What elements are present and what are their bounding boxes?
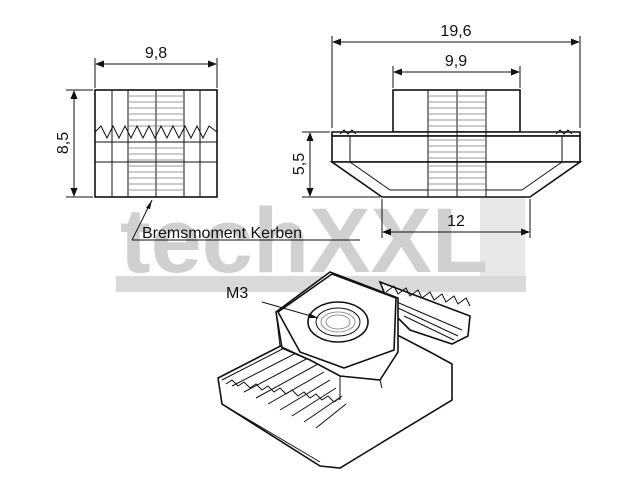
right-view-taper xyxy=(329,161,583,198)
dim-right-total-width-label: 19,6 xyxy=(440,23,471,40)
dim-right-total-width: 19,6 xyxy=(331,23,581,128)
left-serration xyxy=(94,124,218,140)
dim-right-height: 5,5 xyxy=(291,131,380,198)
dim-right-top-width: 9,9 xyxy=(392,53,521,88)
dim-left-width-label: 9,8 xyxy=(145,45,167,62)
right-serration-left xyxy=(339,129,357,135)
dim-left-height-label: 8,5 xyxy=(55,132,72,154)
iso-left-serration xyxy=(221,339,347,463)
dim-left-height: 8,5 xyxy=(55,89,93,198)
left-view: 9,8 8,5 Bremsmoment Kerben xyxy=(55,45,360,242)
right-serration-right xyxy=(555,129,573,135)
watermark-text: techXXL xyxy=(120,190,488,292)
watermark: techXXL xyxy=(116,165,526,292)
dim-left-width: 9,8 xyxy=(94,45,218,88)
thread-size-label: M3 xyxy=(226,285,248,302)
left-thread-hatch xyxy=(111,90,201,197)
right-view: 19,6 9,9 5,5 12 xyxy=(291,23,583,238)
dim-right-height-label: 5,5 xyxy=(291,153,308,175)
dim-right-top-width-label: 9,9 xyxy=(445,53,467,70)
iso-thread-hole-core xyxy=(320,311,356,333)
brake-note-leader xyxy=(131,199,360,241)
brake-note-label: Bremsmoment Kerben xyxy=(142,225,302,242)
right-thread-hatch xyxy=(427,90,487,197)
isometric-view: M3 xyxy=(217,271,471,469)
dim-right-bottom-width-label: 12 xyxy=(447,213,465,230)
iso-thread-hole-inner xyxy=(315,307,361,337)
dim-right-bottom-width: 12 xyxy=(381,199,531,238)
